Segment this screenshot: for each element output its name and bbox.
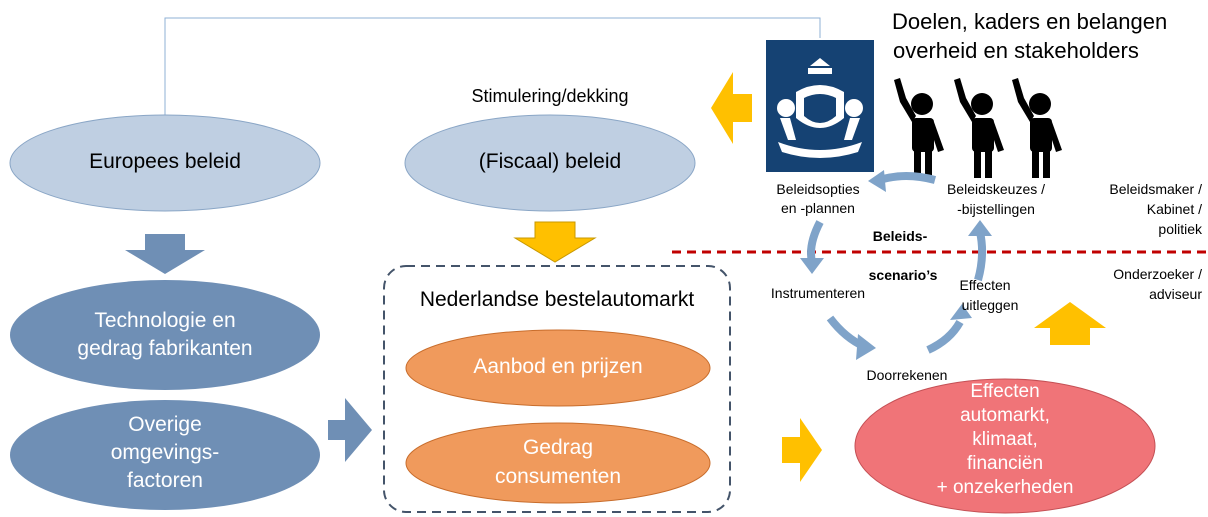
scenario-label-bottom: scenario’s bbox=[868, 267, 938, 283]
stakeholder-figure-2 bbox=[954, 78, 1004, 178]
beleidskeuzes-label-1: Beleidskeuzes / bbox=[946, 181, 1046, 197]
aanbod-label: Aanbod en prijzen bbox=[473, 355, 643, 378]
feedback-connector bbox=[161, 17, 821, 142]
technologie-label-1: Technologie en bbox=[94, 309, 236, 332]
down-arrow-yellow bbox=[513, 221, 597, 263]
effecten-uitleggen-label-2: uitleggen bbox=[961, 297, 1019, 313]
right-arrow-blue bbox=[328, 398, 372, 462]
government-emblem bbox=[766, 40, 874, 172]
doorrekenen-label: Doorrekenen bbox=[866, 367, 948, 383]
role-lower-2: adviseur bbox=[1149, 286, 1202, 302]
gedrag-label-1: Gedrag bbox=[522, 436, 594, 459]
europees-beleid-node bbox=[9, 114, 321, 212]
stakeholder-figure-1 bbox=[894, 78, 944, 178]
beleidsopties-label-2: en -plannen bbox=[781, 200, 855, 216]
left-arrow-yellow bbox=[711, 72, 752, 144]
effecten-label-1: Effecten bbox=[970, 381, 1040, 402]
fiscaal-beleid-label: (Fiscaal) beleid bbox=[478, 150, 622, 173]
aanbod-node bbox=[405, 329, 711, 407]
up-arrow-yellow bbox=[1034, 302, 1106, 345]
technologie-node bbox=[10, 280, 320, 390]
title-line-2: overheid en stakeholders bbox=[893, 38, 1139, 63]
instrumenteren-label: Instrumenteren bbox=[770, 285, 866, 301]
cycle-arrowheads bbox=[800, 170, 992, 360]
stimulering-label: Stimulering/dekking bbox=[471, 86, 629, 106]
effecten-node bbox=[854, 378, 1156, 514]
overige-label-1: Overige bbox=[128, 413, 202, 436]
beleidsopties-label-1: Beleidsopties bbox=[776, 181, 860, 197]
effecten-uitleggen-label-1: Effecten bbox=[959, 277, 1011, 293]
title-line-1: Doelen, kaders en belangen bbox=[892, 9, 1168, 34]
overige-node bbox=[10, 400, 320, 510]
role-upper-1: Beleidsmaker / bbox=[1109, 181, 1202, 197]
technologie-label-2: gedrag fabrikanten bbox=[77, 337, 253, 360]
markt-box bbox=[383, 265, 731, 513]
overige-label-2: omgevings- bbox=[110, 441, 220, 464]
role-lower-1: Onderzoeker / bbox=[1113, 266, 1202, 282]
effecten-label-3: klimaat, bbox=[972, 429, 1038, 450]
markt-title: Nederlandse bestelautomarkt bbox=[419, 288, 695, 311]
beleidskeuzes-label-2: -bijstellingen bbox=[957, 201, 1035, 217]
down-arrow-blue bbox=[125, 234, 205, 274]
right-arrow-yellow bbox=[782, 418, 822, 482]
overige-label-3: factoren bbox=[127, 469, 203, 492]
gedrag-node bbox=[405, 422, 711, 504]
effecten-label-2: automarkt, bbox=[960, 405, 1050, 426]
scenario-label-top: Beleids- bbox=[872, 228, 928, 244]
gedrag-label-2: consumenten bbox=[494, 465, 622, 488]
fiscaal-beleid-node bbox=[404, 114, 696, 212]
role-upper-3: politiek bbox=[1158, 221, 1202, 237]
effecten-label-5: + onzekerheden bbox=[936, 477, 1074, 498]
role-upper-2: Kabinet / bbox=[1146, 201, 1202, 217]
effecten-label-4: financiën bbox=[966, 453, 1044, 474]
stakeholder-figure-3 bbox=[1012, 78, 1062, 178]
europees-beleid-label: Europees beleid bbox=[89, 150, 241, 173]
